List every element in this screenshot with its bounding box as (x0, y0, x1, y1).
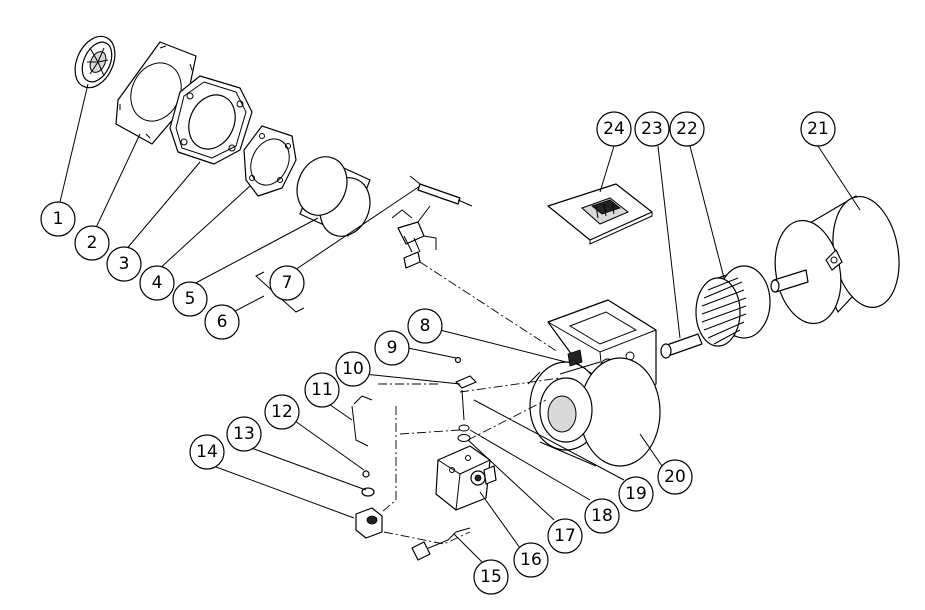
part-22-fan-wheel (695, 265, 771, 347)
part-14-solenoid-coil (355, 507, 383, 539)
callout-3: 3 (106, 246, 142, 282)
callout-16: 16 (513, 542, 549, 578)
callout-23: 23 (634, 111, 670, 147)
part-20-burner-housing (527, 299, 661, 467)
svg-text:22: 22 (676, 119, 698, 139)
svg-text:14: 14 (196, 442, 218, 462)
svg-text:13: 13 (233, 424, 255, 444)
svg-text:7: 7 (282, 273, 293, 293)
callout-13: 13 (226, 416, 262, 452)
callout-9: 9 (374, 330, 410, 366)
svg-text:23: 23 (641, 119, 663, 139)
svg-text:20: 20 (664, 467, 686, 487)
callout-1: 1 (40, 201, 76, 237)
svg-text:10: 10 (342, 359, 364, 379)
svg-text:8: 8 (420, 316, 431, 336)
svg-text:16: 16 (520, 550, 542, 570)
svg-text:15: 15 (480, 567, 502, 587)
svg-text:24: 24 (603, 119, 625, 139)
svg-text:2: 2 (87, 233, 98, 253)
svg-text:11: 11 (311, 380, 333, 400)
part-24-control-board (547, 183, 653, 245)
svg-text:12: 12 (271, 402, 293, 422)
part-5-blast-tube (296, 156, 371, 237)
svg-text:1: 1 (53, 209, 64, 229)
callout-12: 12 (264, 394, 300, 430)
callout-4: 4 (139, 265, 175, 301)
svg-text:5: 5 (185, 289, 196, 309)
callout-17: 17 (547, 518, 583, 554)
part-2-flange-plate (115, 41, 197, 145)
svg-text:21: 21 (807, 119, 829, 139)
part-1-cone-ring (74, 35, 116, 89)
callout-21: 21 (800, 111, 836, 147)
callout-24: 24 (596, 111, 632, 147)
assembly-centerlines (378, 261, 561, 545)
svg-text:19: 19 (625, 484, 647, 504)
callout-7: 7 (269, 265, 305, 301)
svg-text:6: 6 (217, 312, 228, 332)
part-3-octagonal-flange (169, 75, 253, 165)
part-15-oil-line (411, 527, 471, 561)
part-16-oil-pump (435, 445, 497, 511)
svg-text:9: 9 (387, 338, 398, 358)
callout-19: 19 (618, 476, 654, 512)
callout-2: 2 (74, 225, 110, 261)
callout-11: 11 (304, 372, 340, 408)
part-7-electrode-assembly (391, 175, 473, 269)
callout-8: 8 (407, 308, 443, 344)
part-4-gasket (243, 125, 297, 197)
callout-18: 18 (584, 498, 620, 534)
leader-lines (59, 83, 861, 563)
callout-20: 20 (657, 459, 693, 495)
part-23-coupling (660, 333, 703, 359)
svg-text:3: 3 (119, 254, 130, 274)
part-21-motor (770, 195, 900, 325)
callout-10: 10 (335, 351, 371, 387)
svg-text:4: 4 (152, 273, 163, 293)
callout-15: 15 (473, 559, 509, 595)
callout-6: 6 (204, 304, 240, 340)
callout-22: 22 (669, 111, 705, 147)
callout-5: 5 (172, 281, 208, 317)
callout-14: 14 (189, 434, 225, 470)
svg-text:17: 17 (554, 526, 576, 546)
svg-text:18: 18 (591, 506, 613, 526)
